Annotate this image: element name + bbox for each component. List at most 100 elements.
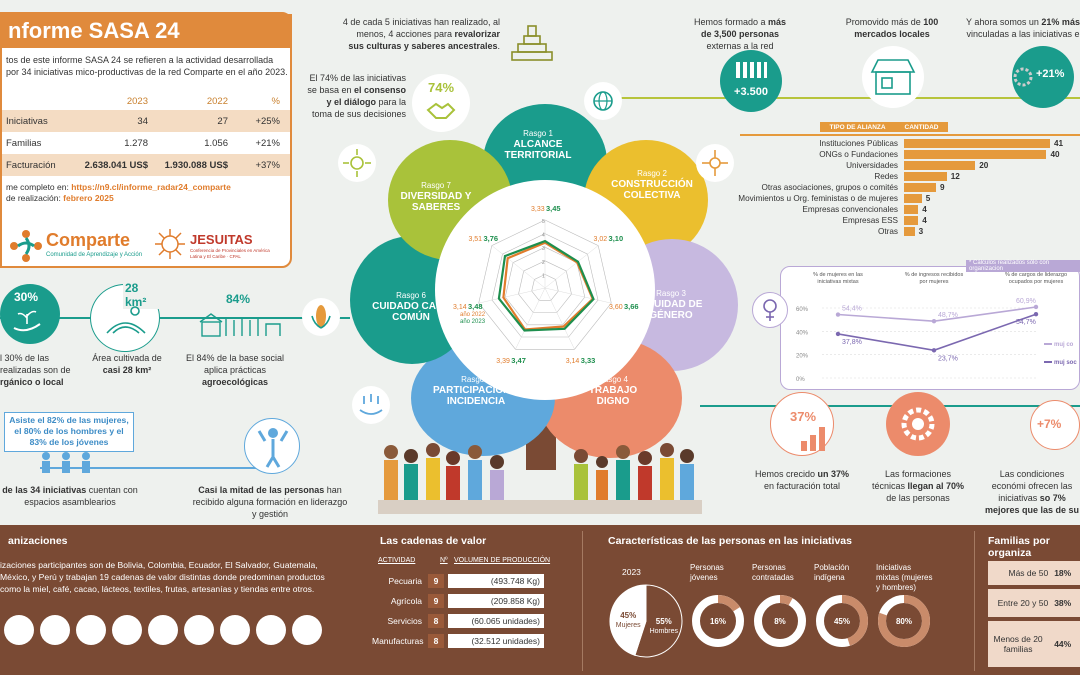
- report-intro: tos de este informe SASA 24 se refieren …: [6, 55, 288, 77]
- alliance-badge: [696, 144, 734, 182]
- gender-point-label: 48,7%: [938, 312, 958, 319]
- alliance-value: 12: [950, 172, 960, 181]
- families-title: Familias por organiza: [988, 535, 1050, 559]
- radar-spoke: [544, 287, 575, 350]
- alliance-row: Movimientos u Org. feministas o de mujer…: [724, 193, 1080, 204]
- donut-label: 16%: [710, 617, 726, 626]
- radar-label-2022: 3,51: [468, 236, 482, 243]
- organic-badge: 30%: [0, 284, 60, 344]
- crops-icon: [40, 615, 70, 645]
- assembly-people-icon: [42, 452, 90, 473]
- gender-point-label: 37,8%: [842, 339, 862, 346]
- trained-badge: +3.500: [720, 50, 782, 112]
- hands-icon: [359, 394, 383, 415]
- alliance-label: Empresas ESS: [842, 216, 898, 225]
- gender-badge: [752, 292, 788, 328]
- radar-label-2022: 3,60: [609, 304, 623, 311]
- orgs-text: izaciones participantes son de Bolivia, …: [0, 560, 325, 594]
- globe-icon: [593, 91, 613, 111]
- billing-note: Hemos crecido un 37% en facturación tota…: [754, 469, 850, 491]
- consensus-note: El 74% de las iniciativas se basa en el …: [307, 73, 406, 119]
- radar-label-2022: 3,14: [566, 358, 580, 365]
- orgs-title: anizaciones: [8, 535, 68, 547]
- donut-title: Personas jóvenes: [690, 563, 724, 582]
- sun-icon: [155, 229, 185, 259]
- assembly-note: de las 34 iniciativas cuentan con espaci…: [2, 485, 138, 507]
- radar-label-2023: 3,33: [581, 356, 596, 365]
- alliance-bar: [904, 150, 1047, 159]
- economic-note: Las condiciones económi ofrecen las inic…: [984, 469, 1080, 515]
- col-2023: 2023: [126, 96, 148, 107]
- honey-icon: [4, 615, 34, 645]
- alliance-label: Otras: [877, 227, 898, 236]
- alliance-bar: [904, 183, 937, 192]
- donut-fill: [754, 595, 806, 647]
- formations-badge: [886, 392, 950, 456]
- donut-label: 80%: [896, 617, 912, 626]
- radar-tick-label: 2: [542, 260, 545, 266]
- donut-fill: [878, 595, 930, 647]
- radar-label-2022: 3,14: [453, 304, 467, 311]
- donut-title: Iniciativas mixtas (mujeres y hombres): [876, 563, 933, 592]
- donut-title: Población indígena: [814, 563, 850, 582]
- gender-series-line: [837, 313, 1037, 352]
- summary-table: 2023 2022 % Iniciativas 34 27 +25% Famil…: [2, 96, 290, 176]
- gender-point: [1033, 304, 1039, 310]
- leadership-badge: [244, 418, 300, 474]
- radar-label-2022: 3,33: [531, 206, 545, 213]
- alliance-bar: [904, 216, 919, 225]
- gender-tick-label: 20%: [796, 354, 809, 360]
- radar-spoke: [515, 287, 546, 350]
- crafts-icon: [256, 615, 286, 645]
- area-badge: 28 km²: [90, 281, 160, 352]
- radar-series-2023: [497, 239, 595, 332]
- radar-grid-ring: [478, 219, 612, 350]
- pie-year: 2023: [622, 567, 641, 577]
- handshake-badge: 74%: [412, 74, 470, 132]
- alliance-label: Instituciones Públicas: [819, 139, 898, 148]
- alliance-value: 40: [1050, 150, 1060, 159]
- radar-spoke: [544, 287, 612, 304]
- alliance-bar: [904, 161, 976, 170]
- pie-slice: [609, 584, 647, 656]
- banana-icon: [220, 615, 250, 645]
- radar-legend: año 2022 año 2023: [460, 312, 485, 326]
- donut-chart: 8%: [754, 595, 806, 647]
- people-title: Características de las personas en las i…: [608, 535, 852, 547]
- economic-badge: +7%: [1030, 400, 1080, 450]
- radar-tick-label: 1: [542, 273, 545, 279]
- radar-spoke: [491, 245, 546, 289]
- radar-label-2023: 3,47: [511, 356, 526, 365]
- gears-icon: [1013, 67, 1033, 87]
- alliance-label: Movimientos u Org. feministas o de mujer…: [738, 194, 898, 203]
- formations-note: Las formaciones técnicas llegan al 70% d…: [871, 469, 965, 503]
- gear-icon: [901, 407, 935, 441]
- people-illustration: [378, 443, 702, 514]
- corn-badge: [302, 298, 340, 336]
- radar-tick-label: 5: [542, 219, 545, 225]
- alliance-value: 3: [918, 227, 924, 236]
- corn-icon: [311, 305, 331, 329]
- report-url[interactable]: https://n9.cl/informe_radar24_comparte: [71, 182, 231, 192]
- gender-series-line: [837, 306, 1037, 323]
- gender-point-label: 54,4%: [842, 306, 862, 313]
- alliance-value: 4: [922, 205, 927, 214]
- radar-label-2023: 3,10: [609, 234, 624, 243]
- cultures-note: 4 de cada 5 iniciativas han realizado, a…: [342, 17, 500, 51]
- alliance-bar: [904, 172, 947, 181]
- vc-header: ACTIVIDAD Nº VOLUMEN DE PRODUCCIÓN: [378, 557, 551, 564]
- alliance-value: 9: [940, 183, 945, 192]
- radar-grid-ring: [504, 246, 586, 326]
- alliance-value: 4: [922, 216, 927, 225]
